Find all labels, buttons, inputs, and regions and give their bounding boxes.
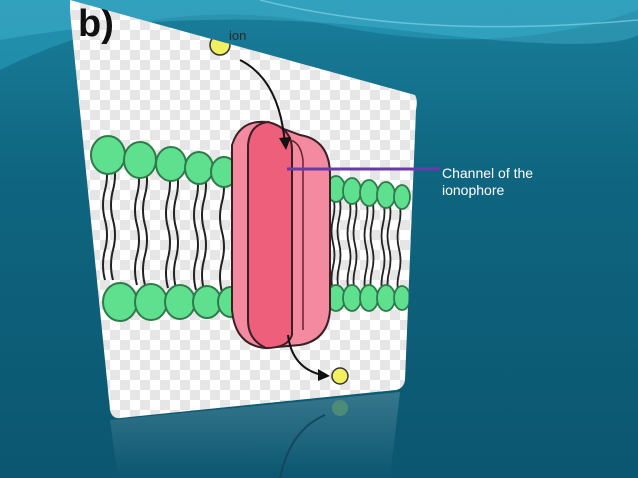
channel-label-line1: Channel of the	[442, 165, 534, 181]
curved-arrow-icon	[287, 334, 323, 376]
lipid-heads-bottom-left	[102, 282, 245, 322]
curved-arrow-icon	[239, 59, 286, 146]
channel-label-line2: ionophore	[442, 182, 505, 198]
panel-reflection	[110, 392, 400, 478]
lipid-tails-right	[330, 194, 402, 298]
curved-arrow-icon	[318, 369, 330, 381]
diagram-panel: b)	[70, 0, 417, 419]
lipid-heads-top-left	[90, 135, 238, 188]
lipid-heads-bottom-right	[326, 284, 411, 312]
channel-label: Channel of the ionophore	[442, 165, 582, 199]
ionophore-channel	[231, 120, 331, 350]
lipid-tails-left	[102, 159, 225, 293]
lipid-heads-top-right	[326, 175, 411, 210]
ion-circle-icon	[331, 367, 349, 385]
ion-label: ion	[229, 28, 247, 43]
wave-decoration	[259, 0, 638, 28]
wave-decoration	[0, 0, 638, 70]
wave-decoration	[0, 0, 638, 44]
curved-arrow-icon	[279, 137, 291, 150]
